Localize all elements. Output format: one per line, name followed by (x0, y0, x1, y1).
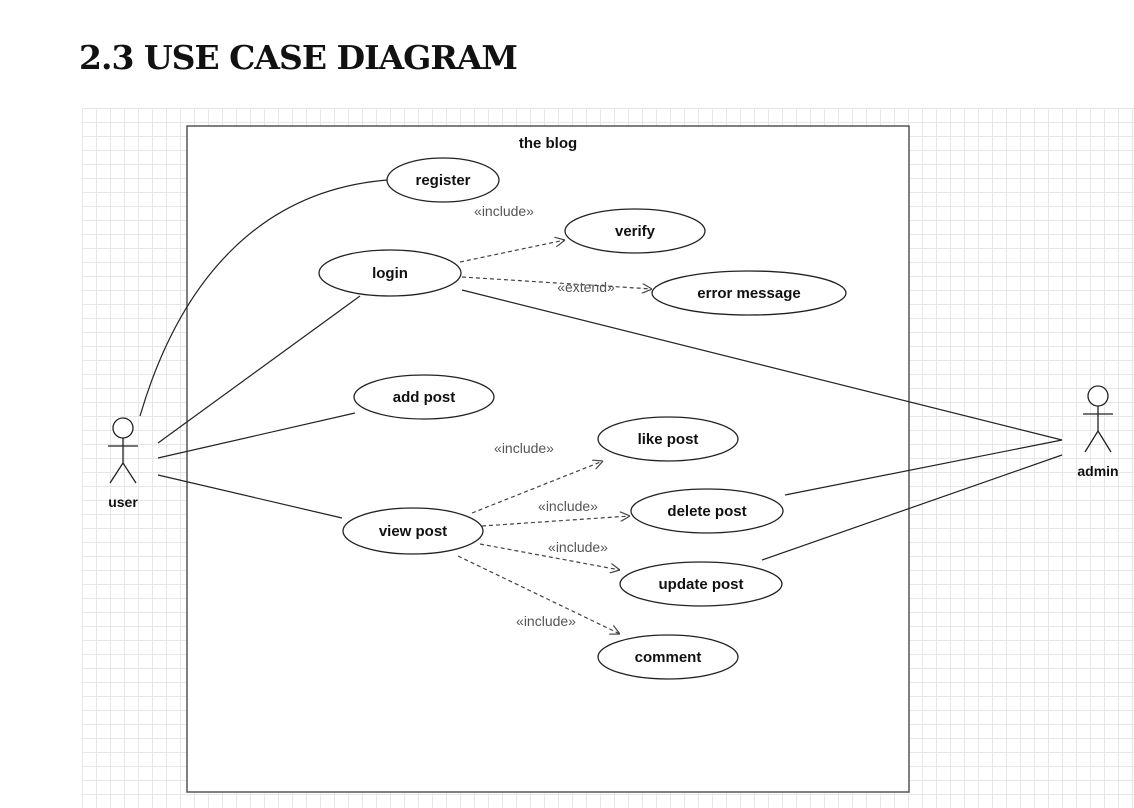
assoc-admin-delete-post (784, 439, 1063, 496)
extend-label-login-error: «extend» (557, 279, 615, 295)
svg-text:update post: update post (659, 576, 744, 593)
use-case-view-post[interactable]: view post (342, 507, 484, 555)
use-case-comment[interactable]: comment (597, 634, 739, 680)
use-case-delete-post[interactable]: delete post (630, 488, 784, 534)
system-boundary (186, 125, 910, 793)
page-title: 2.3 USE CASE DIAGRAM (79, 38, 518, 77)
svg-text:register: register (415, 172, 470, 189)
assoc-user-view-post (157, 474, 343, 519)
actor-admin-icon[interactable] (1083, 385, 1113, 453)
extend-login-error-message (461, 276, 652, 289)
use-case-error-message[interactable]: error message (651, 270, 847, 316)
use-case-like-post[interactable]: like post (597, 416, 739, 462)
actor-user-label: user (108, 494, 138, 510)
include-view-update-post (479, 543, 620, 570)
use-case-add-post[interactable]: add post (353, 374, 495, 420)
include-view-like-post (471, 461, 603, 514)
assoc-admin-login (461, 289, 1063, 441)
svg-text:login: login (372, 265, 408, 282)
use-case-update-post[interactable]: update post (619, 561, 783, 607)
use-case-register[interactable]: register (386, 157, 500, 203)
include-label-update-post: «include» (548, 539, 608, 555)
svg-text:add post: add post (393, 389, 456, 406)
system-title: the blog (519, 135, 577, 152)
assoc-admin-update-post (761, 454, 1063, 561)
include-view-comment (457, 555, 620, 634)
include-label-login-verify: «include» (474, 203, 534, 219)
svg-text:view post: view post (379, 523, 447, 540)
include-label-delete-post: «include» (538, 498, 598, 514)
include-login-verify (459, 240, 565, 263)
assoc-user-add-post (157, 412, 356, 459)
include-view-delete-post (481, 516, 630, 527)
svg-text:error message: error message (697, 285, 800, 302)
actor-user-icon[interactable] (108, 417, 138, 484)
assoc-user-register (139, 179, 389, 417)
include-label-comment: «include» (516, 613, 576, 629)
use-case-login[interactable]: login (318, 249, 462, 297)
include-label-like-post: «include» (494, 440, 554, 456)
use-case-verify[interactable]: verify (564, 208, 706, 254)
svg-text:comment: comment (635, 649, 702, 666)
assoc-user-login (157, 295, 361, 444)
svg-text:verify: verify (615, 223, 656, 240)
svg-text:delete post: delete post (667, 503, 746, 520)
svg-text:like post: like post (638, 431, 699, 448)
actor-admin-label: admin (1077, 463, 1118, 479)
